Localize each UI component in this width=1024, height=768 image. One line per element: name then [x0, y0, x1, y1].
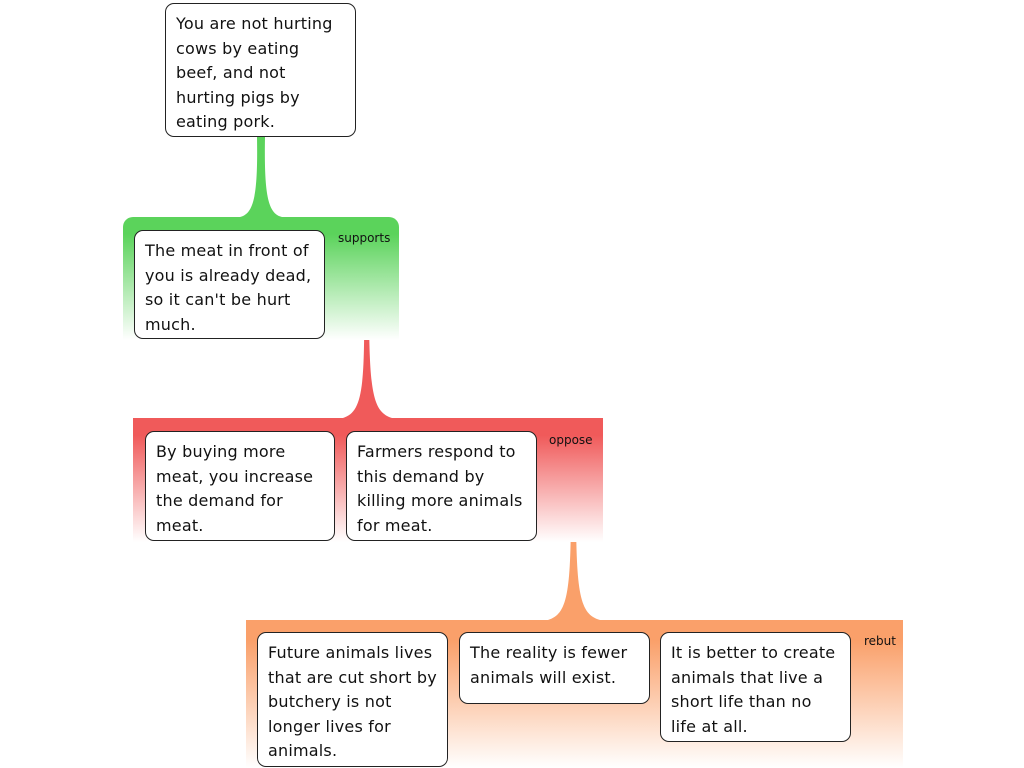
supports-box[interactable]: The meat in front of you is already dead… — [134, 230, 325, 339]
oppose-box-2[interactable]: Farmers respond to this demand by killin… — [346, 431, 537, 541]
connector-supports — [240, 137, 282, 217]
supports-label: supports — [338, 231, 391, 245]
rebut-box-3[interactable]: It is better to create animals that live… — [660, 632, 851, 742]
rebut-box-1[interactable]: Future animals lives that are cut short … — [257, 632, 448, 767]
connector-rebut — [548, 499, 600, 620]
connector-oppose — [343, 298, 392, 418]
rebut-box-2[interactable]: The reality is fewer animals will exist. — [459, 632, 650, 704]
claim-box[interactable]: You are not hurting cows by eating beef,… — [165, 3, 356, 137]
rebut-label: rebut — [864, 634, 896, 648]
oppose-label: oppose — [549, 433, 593, 447]
oppose-box-1[interactable]: By buying more meat, you increase the de… — [145, 431, 335, 541]
